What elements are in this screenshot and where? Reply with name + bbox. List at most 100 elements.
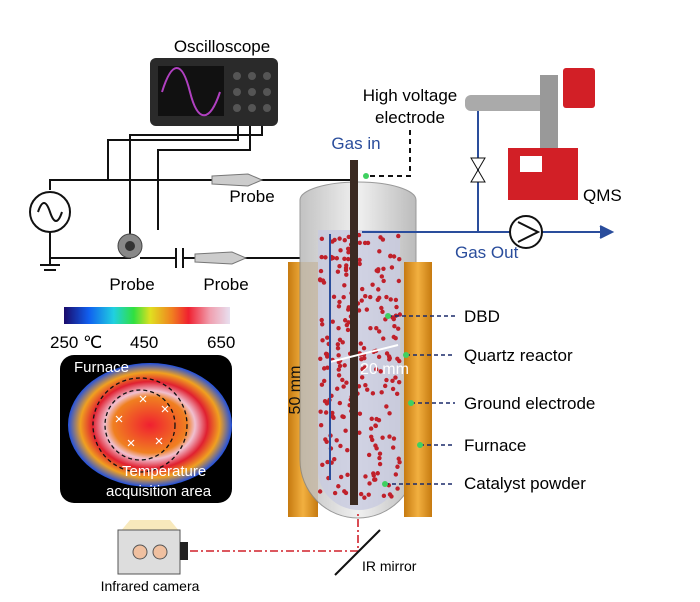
plasma-particle bbox=[379, 274, 385, 279]
plasma-particle bbox=[346, 256, 351, 262]
probe-left-label: Probe bbox=[109, 275, 154, 294]
plasma-particle bbox=[322, 378, 327, 384]
dbd-label: DBD bbox=[464, 307, 500, 326]
plasma-particle bbox=[346, 234, 351, 240]
plasma-particle bbox=[362, 495, 367, 500]
plasma-particle bbox=[373, 443, 378, 448]
plasma-particle bbox=[371, 471, 376, 476]
gas-in-label: Gas in bbox=[331, 134, 380, 153]
plasma-particle bbox=[343, 428, 348, 433]
plasma-particle bbox=[388, 297, 393, 302]
plasma-particle bbox=[319, 382, 325, 387]
plasma-particle bbox=[337, 263, 342, 269]
plasma-particle bbox=[366, 452, 372, 458]
plasma-particle bbox=[357, 257, 362, 263]
plasma-particle bbox=[324, 351, 330, 357]
plasma-particle bbox=[346, 250, 351, 255]
plasma-particle bbox=[377, 249, 382, 254]
infrared-camera-label: Infrared camera bbox=[101, 578, 200, 594]
furnace-label: Furnace bbox=[464, 436, 526, 455]
qms-label: QMS bbox=[583, 186, 622, 205]
plasma-particle bbox=[332, 490, 338, 496]
plasma-particle bbox=[376, 354, 382, 360]
plasma-particle bbox=[363, 474, 368, 479]
thermal-image bbox=[60, 355, 232, 503]
plasma-particle bbox=[344, 322, 350, 328]
plasma-particle bbox=[390, 445, 396, 450]
plasma-particle bbox=[359, 375, 365, 380]
plasma-particle bbox=[337, 400, 343, 406]
plasma-particle bbox=[392, 324, 397, 329]
plasma-particle bbox=[359, 357, 364, 362]
plasma-particle bbox=[391, 334, 396, 340]
color-scale-bar bbox=[64, 307, 230, 324]
svg-text:electrode: electrode bbox=[375, 108, 445, 127]
ir-mirror-label: IR mirror bbox=[362, 558, 417, 574]
plasma-particle bbox=[336, 484, 341, 489]
plasma-particle bbox=[345, 447, 350, 453]
plasma-particle bbox=[357, 240, 362, 246]
plasma-particle bbox=[335, 269, 341, 274]
plasma-particle bbox=[336, 325, 341, 331]
plasma-particle bbox=[335, 342, 341, 347]
plasma-particle bbox=[389, 494, 394, 499]
plasma-particle bbox=[381, 493, 387, 499]
plasma-particle bbox=[389, 265, 395, 270]
plasma-particle bbox=[343, 267, 349, 273]
oscilloscope-label: Oscilloscope bbox=[174, 37, 270, 56]
hv-electrode bbox=[350, 160, 358, 505]
plasma-particle bbox=[397, 358, 402, 364]
plasma-particle bbox=[367, 481, 372, 486]
plasma-particle bbox=[366, 492, 371, 497]
plasma-particle bbox=[361, 345, 367, 351]
plasma-particle bbox=[331, 294, 337, 300]
plasma-particle bbox=[360, 366, 365, 372]
plasma-particle bbox=[342, 283, 347, 288]
plasma-particle bbox=[337, 236, 342, 241]
infrared-camera bbox=[117, 529, 188, 575]
ir-mirror bbox=[334, 529, 381, 576]
svg-text:acquisition area: acquisition area bbox=[106, 483, 212, 500]
plasma-particle bbox=[390, 386, 396, 392]
plasma-particle bbox=[393, 375, 398, 380]
pump-icon bbox=[509, 215, 543, 249]
furnace-right bbox=[404, 262, 432, 517]
height-dimension: 50 mm bbox=[287, 366, 304, 415]
plasma-particle bbox=[338, 248, 343, 253]
plasma-particle bbox=[342, 363, 347, 368]
plasma-particle bbox=[334, 256, 340, 261]
plasma-particle bbox=[337, 363, 343, 369]
plasma-particle bbox=[391, 254, 397, 259]
plasma-particle bbox=[368, 325, 373, 331]
plasma-particle bbox=[341, 384, 346, 389]
plasma-particle bbox=[381, 266, 386, 271]
plasma-particle bbox=[377, 461, 383, 467]
plasma-particle bbox=[387, 411, 392, 416]
width-dimension: 20 mm bbox=[360, 361, 409, 378]
plasma-particle bbox=[345, 327, 351, 333]
scale-min: 250 ℃ bbox=[50, 333, 102, 352]
plasma-particle bbox=[359, 298, 364, 303]
plasma-particle bbox=[317, 489, 323, 494]
plasma-particle bbox=[325, 335, 330, 340]
scale-mid: 450 bbox=[130, 333, 158, 352]
plasma-particle bbox=[319, 317, 324, 323]
plasma-particle bbox=[330, 319, 335, 324]
reactor bbox=[288, 160, 432, 519]
plasma-particle bbox=[390, 378, 395, 383]
plasma-particle bbox=[380, 309, 385, 314]
plasma-particle bbox=[374, 326, 379, 331]
plasma-particle bbox=[318, 356, 323, 362]
plasma-particle bbox=[336, 304, 342, 309]
plasma-particle bbox=[384, 404, 389, 409]
plasma-particle bbox=[396, 233, 401, 239]
plasma-particle bbox=[342, 318, 348, 323]
plasma-particle bbox=[320, 338, 325, 343]
plasma-particle bbox=[320, 322, 325, 327]
plasma-particle bbox=[396, 278, 402, 284]
probe-right-label: Probe bbox=[203, 275, 248, 294]
plasma-particle bbox=[325, 365, 330, 370]
plasma-particle bbox=[331, 415, 336, 420]
plasma-particle bbox=[340, 377, 345, 383]
